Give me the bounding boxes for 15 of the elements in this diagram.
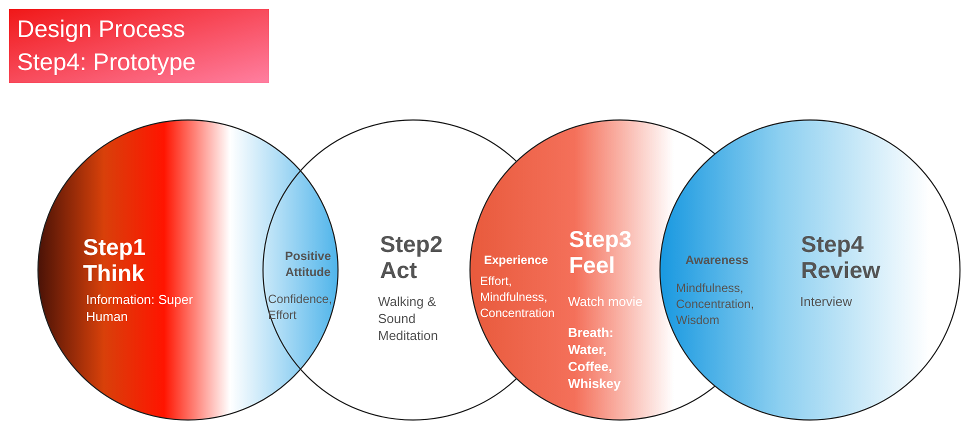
- step-description: Walking & Sound Meditation: [378, 294, 438, 343]
- overlap-description: Mindfulness, Concentration, Wisdom: [676, 281, 754, 327]
- step-description: Information: Super Human: [86, 292, 193, 324]
- step-description: Watch movie: [568, 294, 643, 309]
- step-heading: Step1 Think: [83, 234, 146, 286]
- title-banner: Design Process Step4: Prototype: [9, 9, 269, 83]
- overlap-heading: Positive Attitude: [284, 249, 332, 279]
- step-heading: Step4 Review: [801, 231, 880, 283]
- step-heading: Step2 Act: [380, 231, 443, 283]
- overlap-heading: Awareness: [685, 253, 749, 267]
- step-heading: Step3 Feel: [569, 226, 632, 278]
- overlap-description: Effort, Mindfulness, Concentration: [480, 274, 555, 320]
- step-description: Interview: [800, 294, 852, 309]
- overlap-heading: Experience: [484, 253, 548, 267]
- step-description: Breath: Water, Coffee, Whiskey: [568, 325, 621, 391]
